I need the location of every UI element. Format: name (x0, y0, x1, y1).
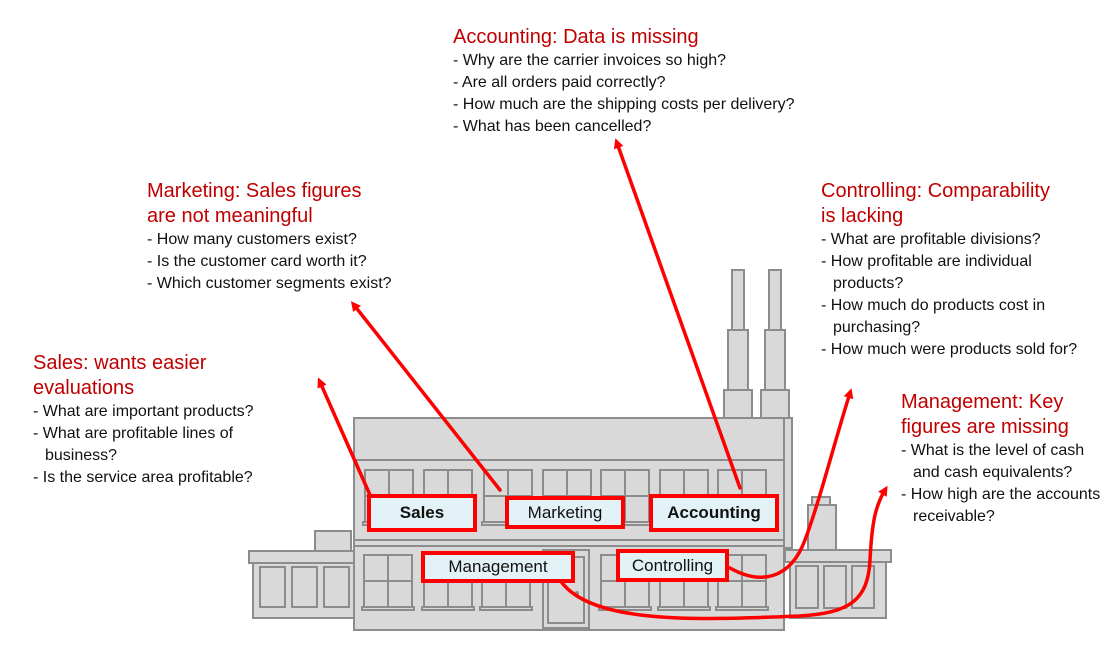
left-annex (248, 530, 360, 619)
chimney-right (760, 269, 790, 421)
callout-accounting-list: Why are the carrier invoices so high? Ar… (453, 50, 873, 138)
list-item: Is the customer card worth it? (147, 251, 447, 273)
callout-management-list: What is the level of cash and cash equiv… (901, 440, 1101, 528)
list-item: What has been cancelled? (453, 116, 873, 138)
list-item: Why are the carrier invoices so high? (453, 50, 873, 72)
list-item: What are profitable lines of business? (33, 423, 303, 467)
list-item: How much were products sold for? (821, 339, 1096, 361)
callout-marketing-title-line1: Marketing: Sales figures (147, 180, 362, 202)
chimney-left (723, 269, 753, 421)
list-item: Is the service area profitable? (33, 467, 303, 489)
list-item: Are all orders paid correctly? (453, 72, 873, 94)
callout-marketing: Marketing: Sales figures are not meaning… (147, 179, 447, 295)
department-label-marketing[interactable]: Marketing (505, 496, 625, 529)
callout-management-title-line1: Management: Key (901, 391, 1064, 413)
callout-marketing-title-line2: are not meaningful (147, 205, 313, 227)
callout-accounting-title: Accounting: Data is missing (453, 26, 699, 48)
list-item: What are profitable divisions? (821, 229, 1096, 251)
list-item: What are important products? (33, 401, 303, 423)
list-item: How high are the accounts receivable? (901, 484, 1101, 528)
callout-sales-title-line2: evaluations (33, 377, 135, 399)
arrow-marketing (350, 301, 502, 492)
callout-controlling-list: What are profitable divisions? How profi… (821, 229, 1096, 361)
list-item: How much are the shipping costs per deli… (453, 94, 873, 116)
department-label-accounting[interactable]: Accounting (649, 494, 779, 532)
arrow-controlling (728, 388, 854, 579)
callout-controlling-title-line2: is lacking (821, 205, 904, 227)
callout-sales: Sales: wants easier evaluations What are… (33, 351, 303, 489)
callout-sales-list: What are important products? What are pr… (33, 401, 303, 489)
callout-marketing-list: How many customers exist? Is the custome… (147, 229, 447, 295)
arrow-sales (317, 377, 372, 497)
list-item: What is the level of cash and cash equiv… (901, 440, 1101, 484)
callout-sales-title-line1: Sales: wants easier (33, 352, 207, 374)
list-item: How much do products cost in purchasing? (821, 295, 1096, 339)
list-item: How profitable are individual products? (821, 251, 1096, 295)
list-item: How many customers exist? (147, 229, 447, 251)
department-label-controlling[interactable]: Controlling (616, 549, 729, 582)
callout-controlling-title-line1: Controlling: Comparability (821, 180, 1050, 202)
callout-management: Management: Key figures are missing What… (901, 390, 1101, 528)
department-label-sales[interactable]: Sales (367, 494, 477, 532)
arrow-management (558, 485, 888, 621)
callout-management-title-line2: figures are missing (901, 416, 1069, 438)
list-item: Which customer segments exist? (147, 273, 447, 295)
department-label-management[interactable]: Management (421, 551, 575, 583)
callout-accounting: Accounting: Data is missing Why are the … (453, 25, 873, 138)
arrow-accounting (613, 138, 742, 490)
callout-controlling: Controlling: Comparability is lacking Wh… (821, 179, 1096, 361)
